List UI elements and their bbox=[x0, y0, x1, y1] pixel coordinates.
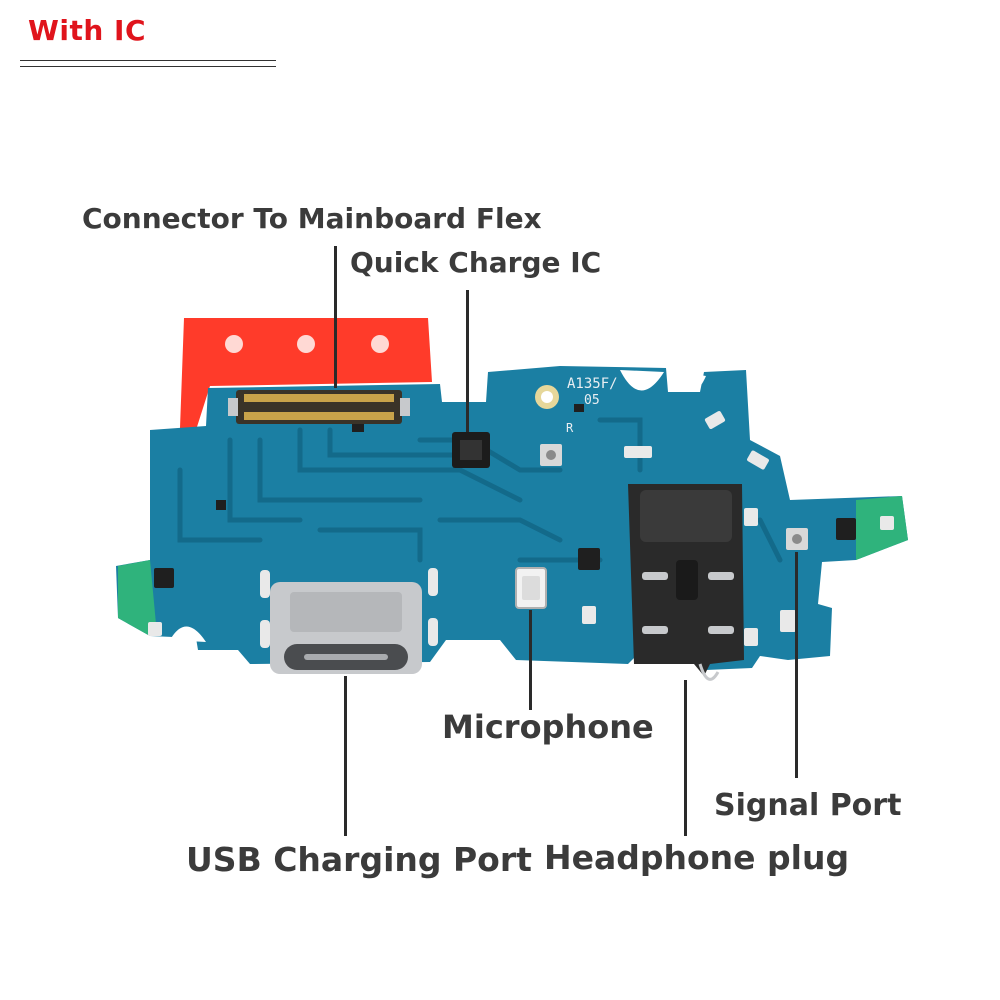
title-rule-bottom bbox=[20, 66, 276, 67]
small-components bbox=[154, 404, 856, 588]
leader-connector bbox=[334, 246, 337, 388]
connector-latch-left bbox=[228, 398, 238, 416]
usb-c-tongue bbox=[304, 654, 388, 660]
ic-pad bbox=[460, 440, 482, 460]
with-ic-badge: With IC bbox=[28, 14, 147, 47]
mounting-hole-inner bbox=[541, 391, 553, 403]
tape-hole-3 bbox=[371, 335, 389, 353]
signal-port-socket bbox=[786, 528, 808, 550]
leader-usb-port bbox=[344, 676, 347, 836]
rf-socket-top bbox=[540, 444, 562, 466]
silkscreen-model: A135F/ bbox=[567, 376, 618, 392]
connector-pins bbox=[244, 394, 394, 420]
leader-headphone bbox=[684, 680, 687, 836]
label-signal-port: Signal Port bbox=[714, 788, 902, 823]
title-rule-top bbox=[20, 60, 276, 61]
label-microphone: Microphone bbox=[442, 708, 654, 746]
silkscreen-r: R bbox=[566, 421, 574, 435]
headphone-jack-pins bbox=[642, 572, 734, 634]
label-quick-charge: Quick Charge IC bbox=[350, 246, 602, 279]
label-headphone: Headphone plug bbox=[544, 838, 850, 877]
silkscreen-rev: 05 bbox=[584, 393, 600, 408]
connector-latch-right bbox=[400, 398, 410, 416]
pcb-notch-right bbox=[682, 372, 706, 390]
red-tape bbox=[180, 318, 432, 430]
tape-hole-1 bbox=[225, 335, 243, 353]
tape-hole-2 bbox=[297, 335, 315, 353]
leader-microphone bbox=[529, 610, 532, 710]
usb-c-port-top bbox=[290, 592, 402, 632]
label-connector: Connector To Mainboard Flex bbox=[82, 202, 542, 235]
headphone-jack-top bbox=[640, 490, 732, 542]
pcb-edge-strip bbox=[118, 560, 156, 636]
pcb-notch-right-2 bbox=[620, 370, 664, 391]
headphone-jack-spring bbox=[698, 663, 720, 681]
solder-pads bbox=[148, 411, 894, 648]
leader-quick-charge bbox=[466, 290, 469, 432]
pcb-notch-left bbox=[170, 626, 206, 642]
label-usb-port: USB Charging Port bbox=[186, 840, 532, 879]
microphone-cap bbox=[522, 576, 540, 600]
headphone-jack-slot bbox=[676, 560, 698, 600]
leader-signal-port bbox=[795, 552, 798, 778]
